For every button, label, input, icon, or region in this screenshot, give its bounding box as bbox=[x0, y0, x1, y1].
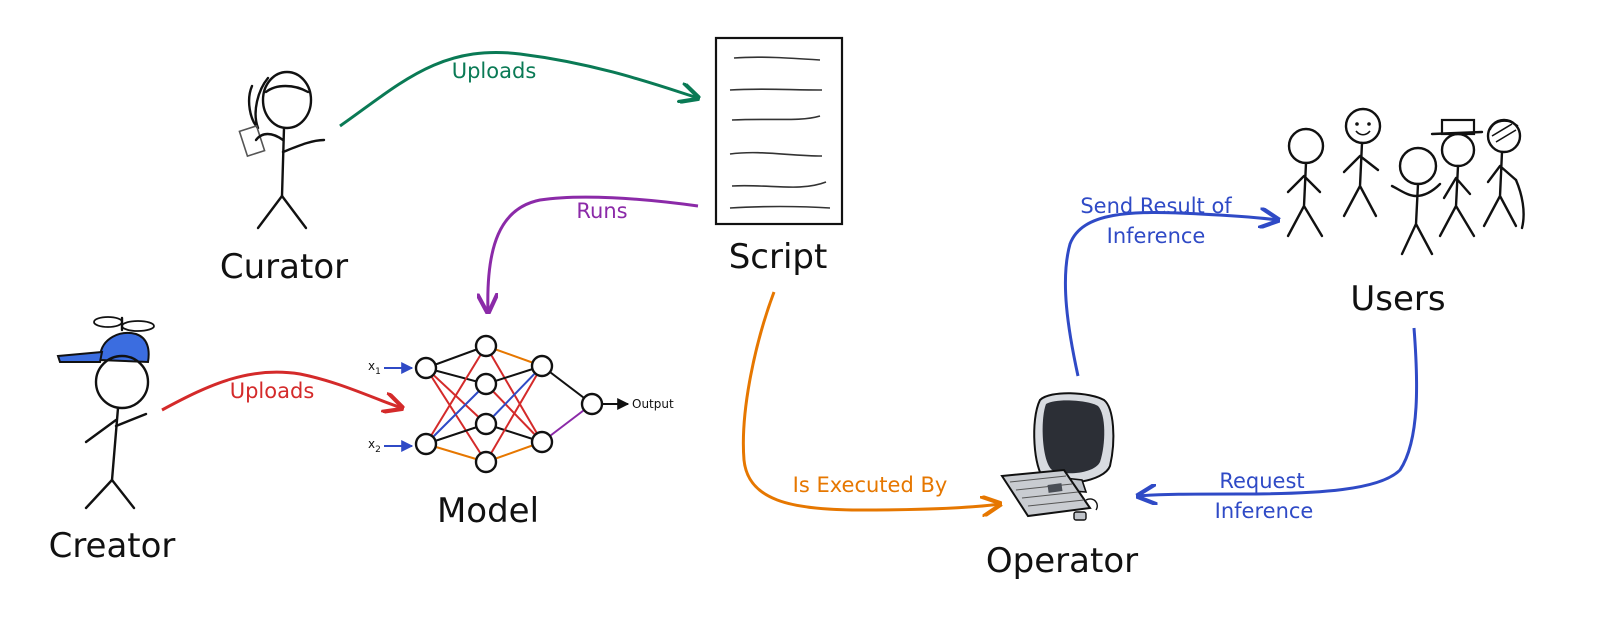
edge-creator-uploads-label: Uploads bbox=[230, 379, 315, 403]
creator-figure: Creator bbox=[49, 316, 176, 566]
monitor-screen bbox=[1042, 400, 1105, 474]
edge-curator-uploads-arrow bbox=[339, 51, 698, 128]
users-stick-figures-icon bbox=[1286, 107, 1525, 256]
edge-send-result-label-line2: Inference bbox=[1107, 224, 1206, 248]
edge-runs: Runs bbox=[488, 195, 699, 312]
input-x1-label: x1 bbox=[368, 359, 381, 377]
neural-network-icon bbox=[384, 334, 630, 474]
creator-label: Creator bbox=[49, 526, 176, 566]
operator-node: Operator bbox=[986, 392, 1138, 581]
users-group: Users bbox=[1286, 107, 1525, 319]
propeller-cap-icon bbox=[99, 332, 150, 364]
edge-is-executed-by: Is Executed By bbox=[741, 291, 1000, 510]
edge-request-inference: Request Inference bbox=[1138, 327, 1419, 523]
edge-request-inference-label-line2: Inference bbox=[1215, 499, 1314, 523]
operator-label: Operator bbox=[986, 541, 1138, 581]
output-label: Output bbox=[632, 397, 674, 411]
script-label: Script bbox=[729, 237, 828, 277]
creator-stick-figure-icon bbox=[56, 316, 155, 510]
edge-request-inference-arrow bbox=[1138, 327, 1419, 496]
computer-icon bbox=[1000, 392, 1115, 521]
edge-curator-uploads: Uploads bbox=[339, 51, 698, 128]
curator-label: Curator bbox=[220, 247, 348, 287]
curator-figure: Curator bbox=[220, 70, 348, 287]
edge-runs-label: Runs bbox=[576, 199, 627, 223]
edge-is-executed-by-label: Is Executed By bbox=[793, 473, 948, 497]
edge-curator-uploads-label: Uploads bbox=[452, 59, 537, 83]
model-node: x1 x2 Output Model bbox=[368, 334, 674, 531]
edge-send-result-arrow bbox=[1063, 212, 1278, 377]
edge-creator-uploads: Uploads bbox=[161, 370, 402, 410]
edge-send-result-label-line1: Send Result of bbox=[1080, 194, 1232, 218]
script-document-icon bbox=[714, 36, 844, 226]
edge-runs-arrow bbox=[488, 195, 699, 312]
input-x2-label: x2 bbox=[368, 437, 381, 455]
curator-stick-figure-icon bbox=[238, 70, 326, 230]
model-label: Model bbox=[437, 491, 539, 531]
edge-creator-uploads-arrow bbox=[161, 370, 402, 410]
edge-is-executed-by-arrow bbox=[741, 291, 1000, 510]
users-label: Users bbox=[1350, 279, 1445, 319]
script-node: Script bbox=[714, 36, 844, 277]
edge-send-result: Send Result of Inference bbox=[1063, 194, 1278, 377]
edge-request-inference-label-line1: Request bbox=[1219, 469, 1304, 493]
